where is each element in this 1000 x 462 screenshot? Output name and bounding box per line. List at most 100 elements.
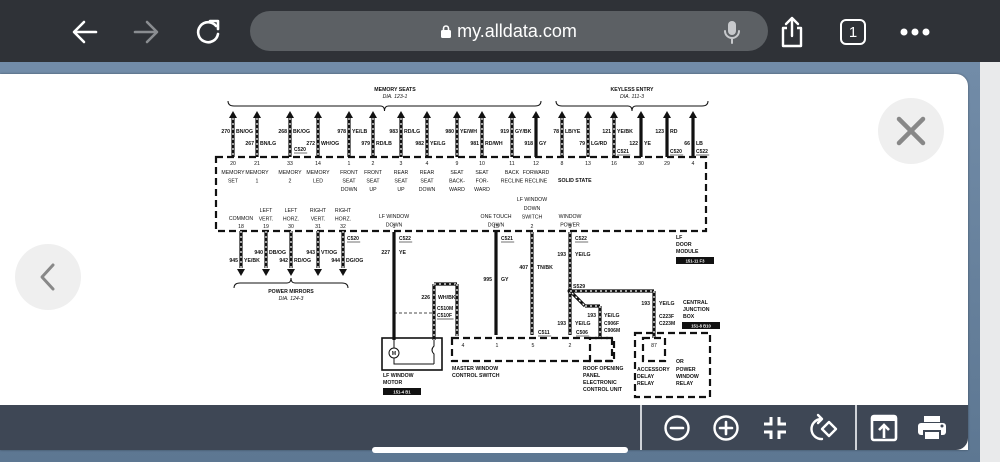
module-pin-label: LF WINDOW <box>517 197 547 203</box>
wire-circuit-number: 121 <box>602 129 611 135</box>
microphone-icon[interactable] <box>724 20 740 44</box>
module-pin-number: 4 <box>426 161 429 167</box>
module-pin-number: 33 <box>287 161 293 167</box>
tab-count: 1 <box>848 23 858 41</box>
connector-label: C223F <box>659 314 674 320</box>
connector-label: C520 <box>294 147 306 153</box>
wire-color-code: YE/WH <box>460 129 477 135</box>
module-pin-number: 14 <box>315 161 321 167</box>
relay-or-label: OR <box>676 359 684 365</box>
module-pin-number: 32 <box>340 224 346 230</box>
module-pin-label: RIGHT <box>310 208 327 214</box>
wire-arrow-up <box>663 111 671 118</box>
connector-label: C521 <box>501 236 513 242</box>
power-mirrors-title: POWER MIRRORS <box>268 289 314 295</box>
cjb-ref-badge-bg <box>682 322 720 329</box>
module-pin-label: LED <box>313 179 323 185</box>
wire-color-code: WH/BK <box>438 295 456 301</box>
home-indicator <box>372 447 628 453</box>
module-pin-label: UP <box>397 187 405 193</box>
module-pin-number: 18 <box>238 224 244 230</box>
module-pin-label: BACK- <box>449 179 465 185</box>
share-button[interactable] <box>774 14 810 50</box>
module-pin-number: 2 <box>531 224 534 230</box>
module-pin-label: POWER <box>560 222 580 228</box>
address-bar[interactable]: my.alldata.com <box>250 11 768 51</box>
keyless-entry-brace <box>555 100 709 112</box>
wire-color-code: YE/LG <box>430 141 446 147</box>
export-button[interactable] <box>867 411 901 445</box>
print-button[interactable] <box>915 411 949 445</box>
connector-label: C906F <box>604 321 619 327</box>
wire-circuit-number: 193 <box>557 252 566 258</box>
tabs-icon: 1 <box>840 19 866 45</box>
module-pin-number: 19 <box>263 224 269 230</box>
more-button[interactable] <box>897 14 933 50</box>
tabs-button[interactable]: 1 <box>835 14 871 50</box>
module-pin-label: COMMON <box>229 216 253 222</box>
wire-circuit-number: 942 <box>279 258 288 264</box>
connector-label: C522 <box>575 236 587 242</box>
master-switch-box <box>450 336 616 363</box>
wire-arrow-down <box>339 269 347 276</box>
module-pin-number: 13 <box>585 161 591 167</box>
wire-color-code: YE <box>399 250 406 256</box>
module-pin-number: 4 <box>692 161 695 167</box>
forward-button[interactable] <box>128 14 164 50</box>
reload-button[interactable] <box>190 14 226 50</box>
module-pin-label: ONE TOUCH <box>481 214 512 220</box>
roof-unit-label: PANEL <box>583 373 601 379</box>
module-pin-number: 3 <box>569 224 572 230</box>
wire-color-code: DG/OG <box>346 258 363 264</box>
wire-arrow-up <box>314 111 322 118</box>
wire-color-code: LB <box>696 141 703 147</box>
memory-seats-title: MEMORY SEATS <box>374 87 416 93</box>
module-pin-number: 16 <box>611 161 617 167</box>
wire-color-code: YE/LG <box>604 313 620 319</box>
rotate-button[interactable] <box>807 411 841 445</box>
module-pin-label: LEFT <box>260 208 274 214</box>
roof-unit-box <box>588 336 614 363</box>
zoom-in-button[interactable] <box>709 411 743 445</box>
module-pin-label: REAR <box>394 170 409 176</box>
lf-door-module-label: DOOR <box>676 242 692 248</box>
wire-circuit-number: 122 <box>629 141 638 147</box>
wire-color-code: BK/OG <box>293 129 310 135</box>
wire-circuit-number: 268 <box>278 129 287 135</box>
previous-button[interactable] <box>15 244 81 310</box>
wire-circuit-number: 945 <box>229 258 238 264</box>
module-pin-label: MEMORY <box>306 170 330 176</box>
wire-arrow-up <box>478 111 486 118</box>
module-pin-label: SWITCH <box>522 214 543 220</box>
module-pin-label: LEFT <box>285 208 299 214</box>
keyless-entry-dia: DIA. 111-3 <box>620 94 644 100</box>
master-switch-label: MASTER WINDOW <box>452 366 498 372</box>
relay-right-label: WINDOW <box>676 374 699 380</box>
module-pin-number: 8 <box>561 161 564 167</box>
wire-circuit-number: 978 <box>337 129 346 135</box>
module-pin-number: 9 <box>456 161 459 167</box>
relay-right-label: POWER <box>676 367 696 373</box>
wire-circuit-number: 983 <box>389 129 398 135</box>
motor-symbol-letter: M <box>392 351 396 357</box>
toolbar-divider <box>640 405 642 450</box>
wire-color-code: TN/BK <box>537 265 553 271</box>
wire-circuit-number: 982 <box>415 141 424 147</box>
memory-seats-dia: DIA. 123-1 <box>383 94 408 100</box>
wire-color-code: WH/OG <box>321 141 339 147</box>
rotate-icon <box>810 413 838 441</box>
fit-screen-button[interactable] <box>758 411 792 445</box>
module-pin-label: BACK <box>505 170 520 176</box>
roof-branch-wire <box>571 292 586 307</box>
close-button[interactable] <box>878 98 944 164</box>
wire-circuit-number: 944 <box>331 258 340 264</box>
zoom-out-button[interactable] <box>660 411 694 445</box>
wire-color-code: RD/WH <box>485 141 503 147</box>
module-pin-number: 30 <box>638 161 644 167</box>
back-button[interactable] <box>67 14 103 50</box>
module-pin-number: 12 <box>533 161 539 167</box>
wire-color-code: RD/OG <box>294 258 311 264</box>
wire-arrow-down <box>237 269 245 276</box>
module-pin-label: SEAT <box>394 179 408 185</box>
zoom-in-icon <box>713 415 739 441</box>
